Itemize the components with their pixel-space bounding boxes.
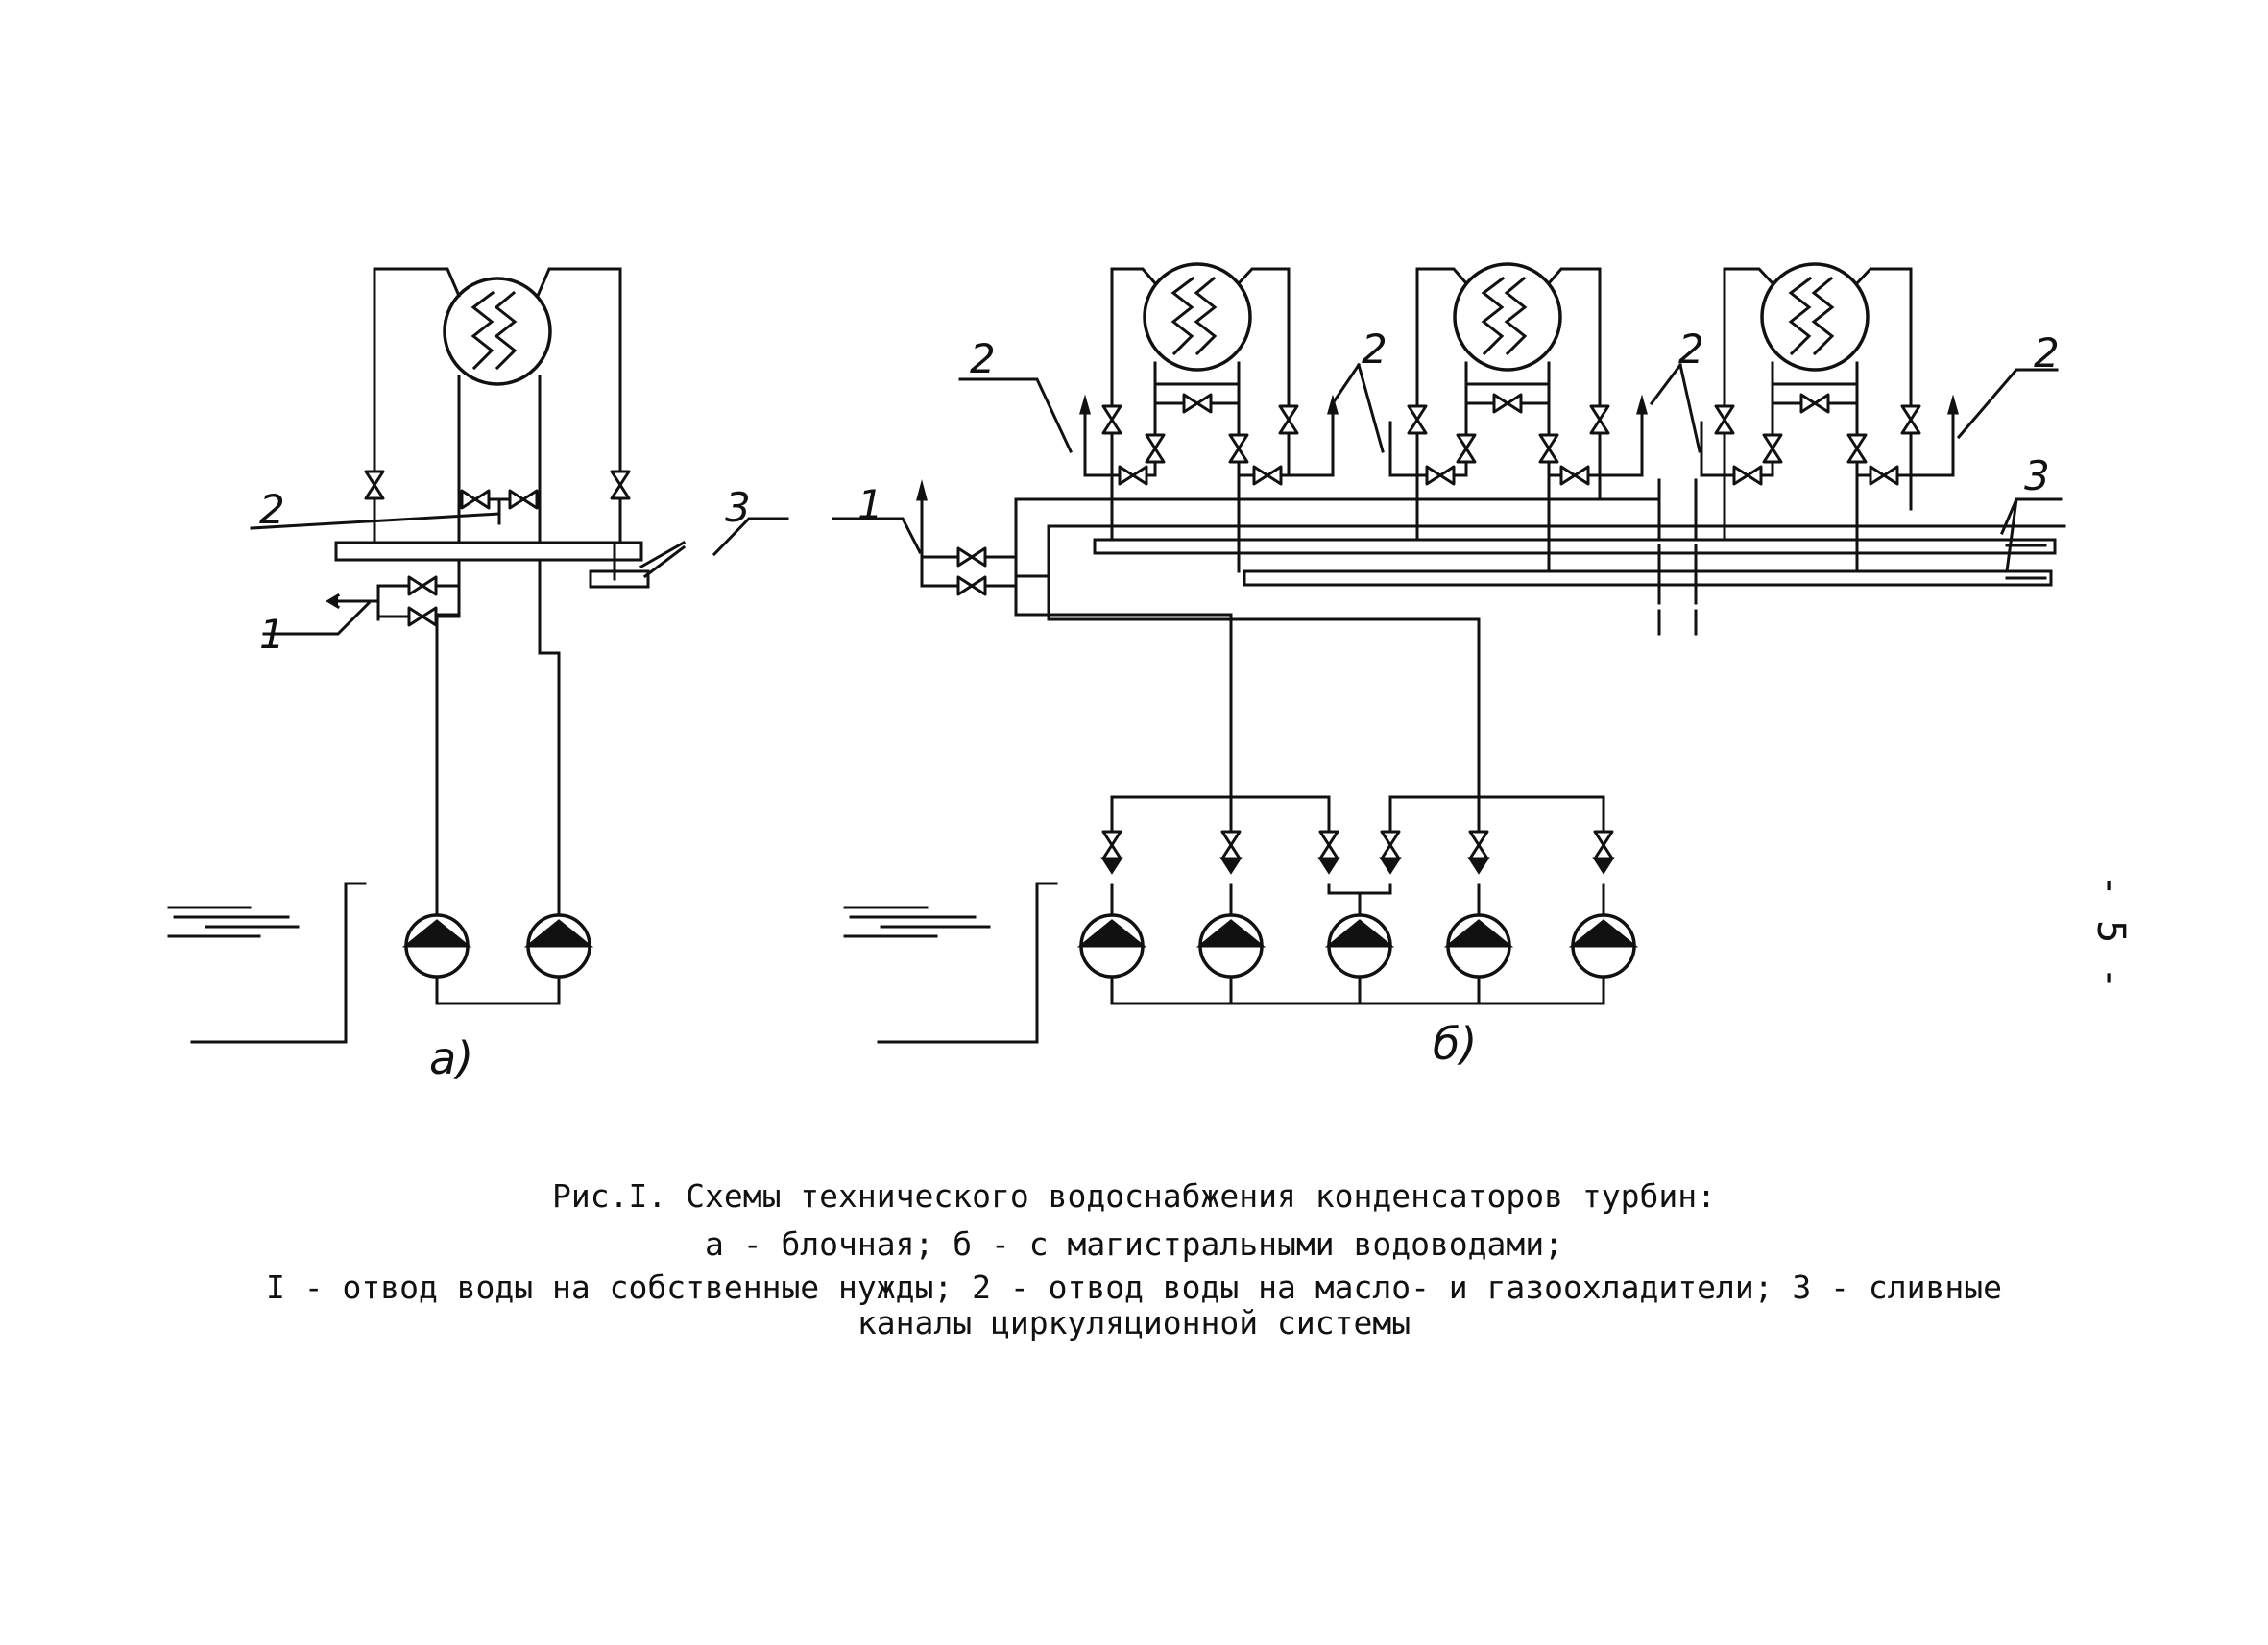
subfigure-label-b: б) xyxy=(1433,1018,1477,1070)
scheme-b xyxy=(832,262,2066,1044)
condenser-a xyxy=(443,277,552,386)
label-a-3: 3 xyxy=(725,484,751,531)
figure-caption-title: Рис.I. Схемы технического водоснабжения … xyxy=(552,1177,1716,1215)
condenser-b2 xyxy=(1453,262,1562,372)
label-b-2-3: 2 xyxy=(1678,326,1704,373)
label-b-2-4: 2 xyxy=(2034,329,2060,376)
label-a-2: 2 xyxy=(259,486,285,533)
label-b-2-2: 2 xyxy=(1362,326,1387,373)
page-number: - 5 - xyxy=(2088,874,2133,989)
label-b-1: 1 xyxy=(857,481,883,528)
condenser-b3 xyxy=(1760,262,1870,372)
figure-caption-subfigures: а - блочная; б - с магистральными водово… xyxy=(704,1225,1564,1263)
condenser-b1 xyxy=(1143,262,1252,372)
subfigure-label-a: a) xyxy=(429,1032,473,1084)
scheme-a xyxy=(167,267,789,1044)
figure-caption-legend: I - отвод воды на собственные нужды; 2 -… xyxy=(266,1269,2002,1306)
label-b-3: 3 xyxy=(2024,452,2050,499)
label-b-2-1: 2 xyxy=(970,335,996,382)
label-a-1: 1 xyxy=(259,611,285,658)
figure-caption-legend-cont: каналы циркуляционной системы xyxy=(857,1304,1411,1342)
